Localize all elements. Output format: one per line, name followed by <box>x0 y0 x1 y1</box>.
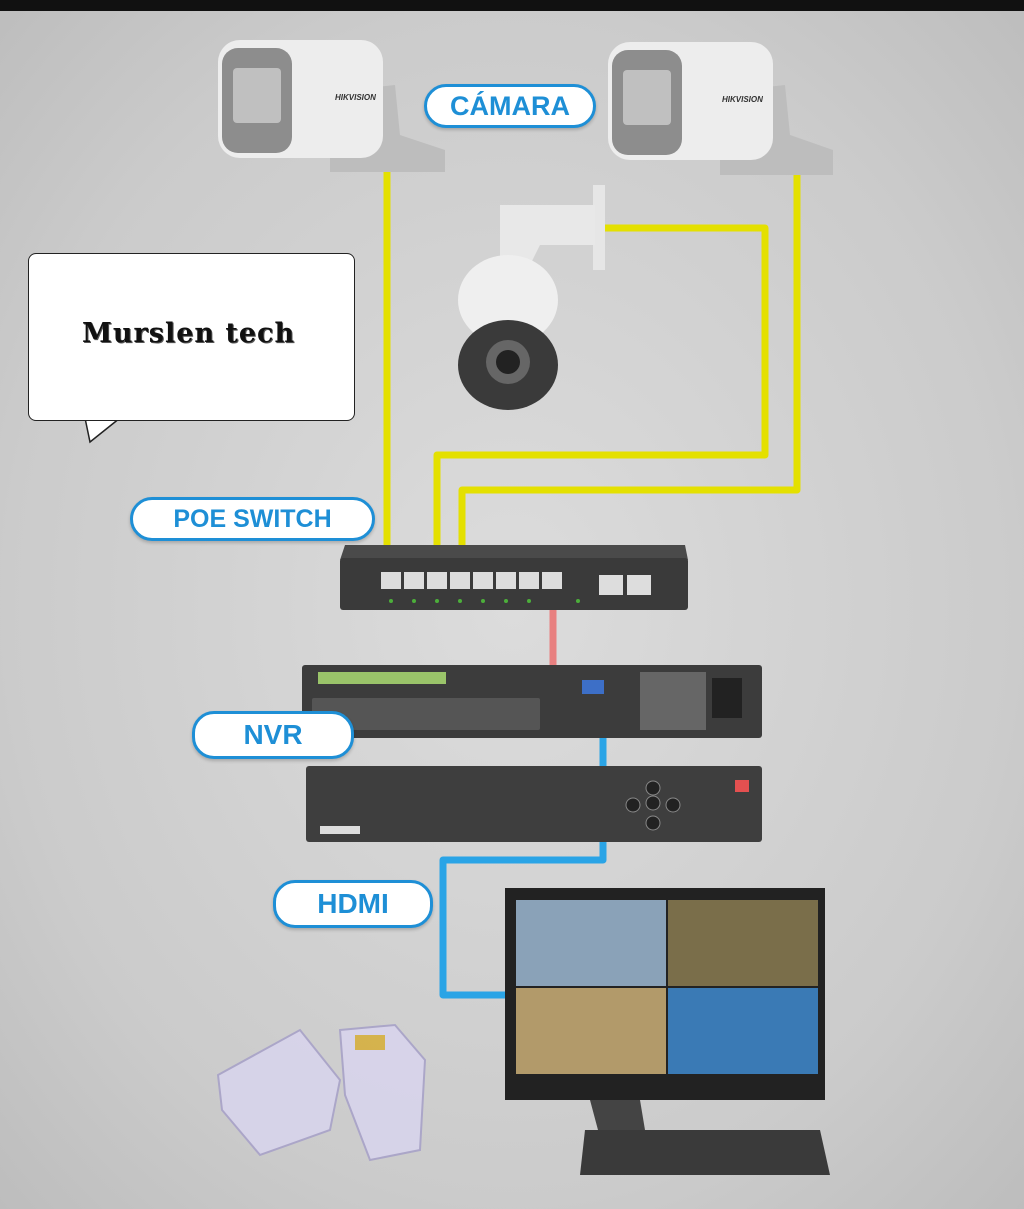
label-hdmi: HDMI <box>273 880 433 928</box>
poe-cable-camera-right <box>458 175 801 585</box>
label-poe-switch: POE SWITCH <box>130 497 375 541</box>
top-bar <box>0 0 1024 11</box>
callout-tail <box>84 417 121 444</box>
camera-brand-left: HIKVISION <box>335 93 376 102</box>
ptz-dome-camera <box>458 185 605 410</box>
camera-brand-right: HIKVISION <box>722 95 763 104</box>
callout-text: Murslen tech <box>82 318 296 349</box>
bullet-camera-right <box>608 42 833 175</box>
nvr-rear-panel <box>302 665 762 738</box>
nvr-front-panel <box>306 766 762 842</box>
poe-switch-device <box>340 545 688 610</box>
monitor <box>505 888 830 1175</box>
callout-bubble <box>28 253 355 421</box>
poe-cable-ptz <box>433 224 769 585</box>
bullet-camera-left <box>218 40 445 172</box>
label-nvr: NVR <box>192 711 354 759</box>
rj45-connector <box>216 1023 427 1162</box>
label-camera: CÁMARA <box>424 84 596 128</box>
